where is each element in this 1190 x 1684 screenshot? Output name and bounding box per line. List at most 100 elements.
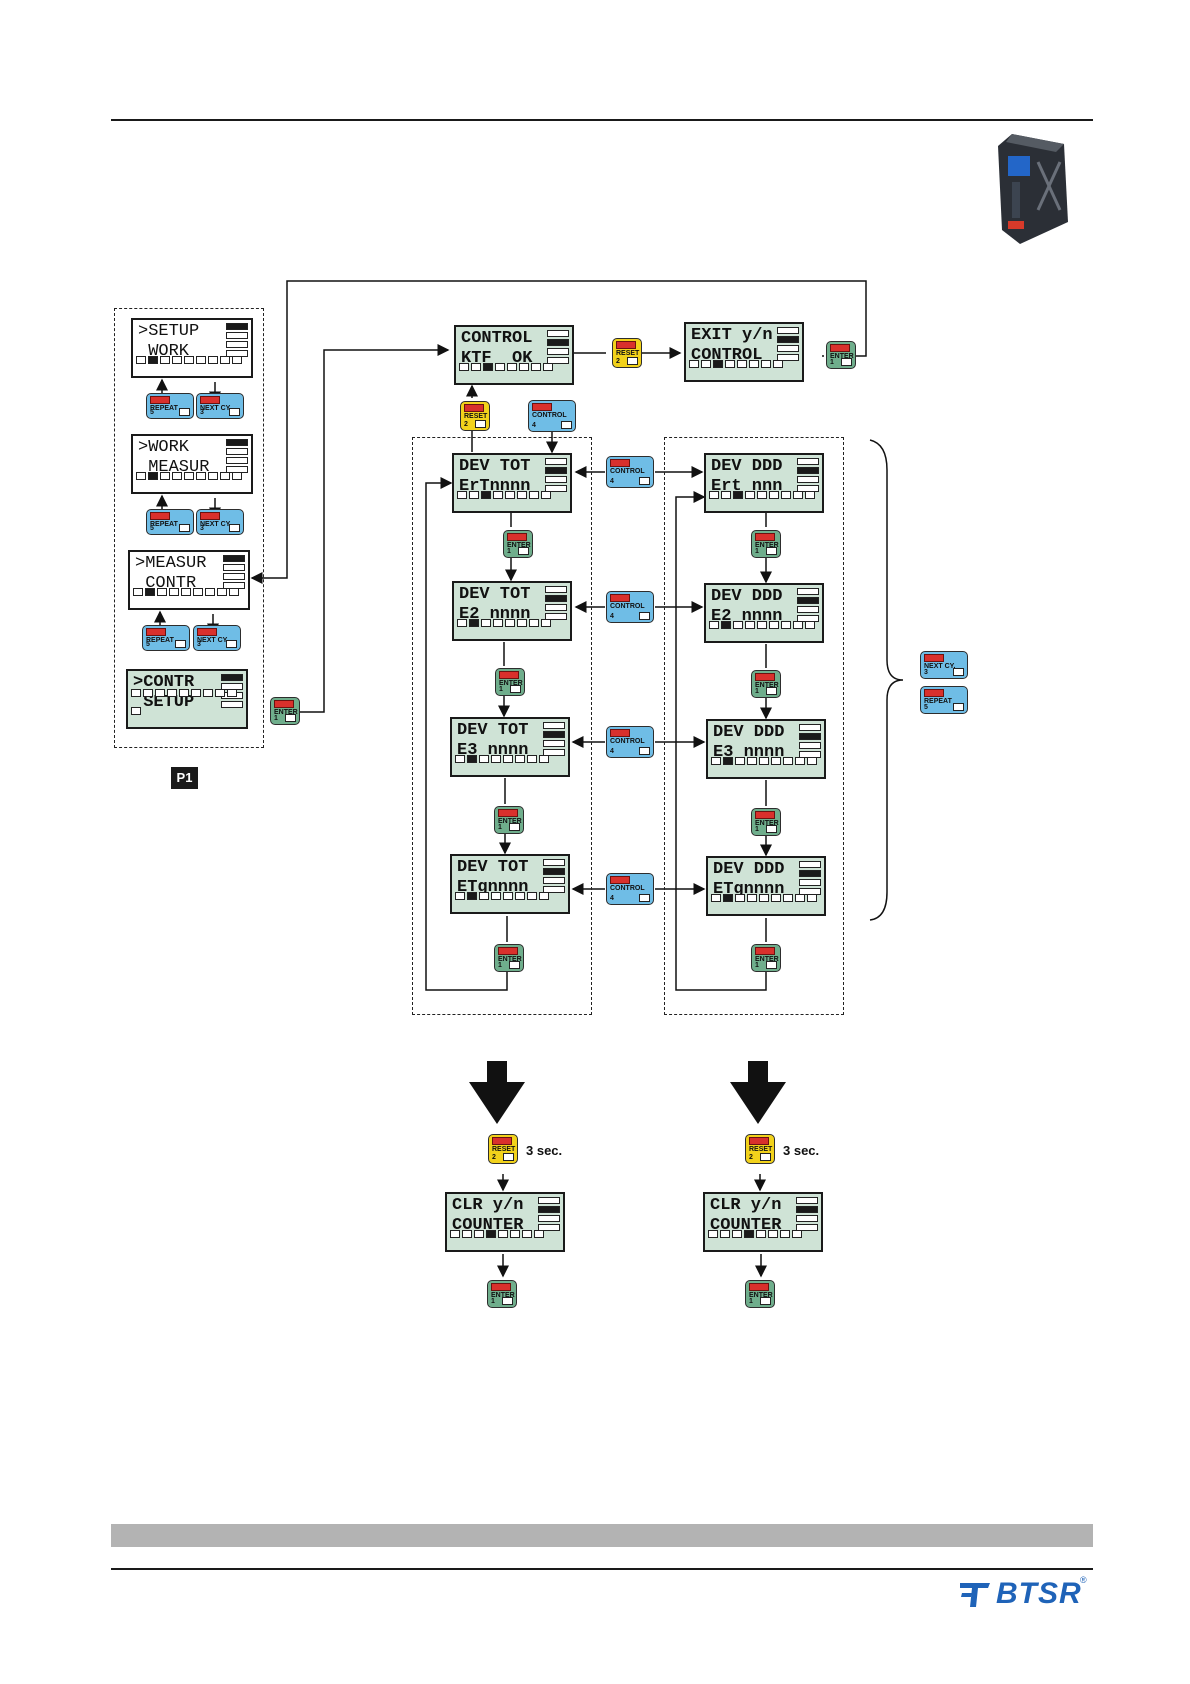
key-number: 5 bbox=[146, 641, 150, 648]
control-key[interactable]: CONTROL 4 bbox=[528, 400, 576, 432]
control-icon bbox=[561, 421, 572, 429]
key-label: NEXT CY. bbox=[200, 521, 232, 528]
key-label: ENTER bbox=[755, 542, 779, 549]
key-number: 4 bbox=[532, 422, 536, 429]
key-red-tab bbox=[924, 689, 944, 697]
repeat-key[interactable]: REPEAT 5 bbox=[142, 625, 190, 651]
key-number: 1 bbox=[498, 962, 502, 969]
enter-icon bbox=[766, 961, 777, 969]
enter-key[interactable]: ENTER 1 bbox=[751, 808, 781, 836]
lcd-line1: CLR y/n bbox=[710, 1196, 782, 1215]
key-number: 1 bbox=[274, 715, 278, 722]
lcd-line1: DEV DDD bbox=[711, 587, 783, 606]
key-red-tab bbox=[755, 673, 775, 681]
lcd-clr-counter-left: CLR y/n COUNTER bbox=[445, 1192, 565, 1252]
repeat-icon bbox=[179, 524, 190, 532]
lcd-contr-setup: >CONTR SETUP bbox=[126, 669, 248, 729]
enter-key[interactable]: ENTER 1 bbox=[494, 806, 524, 834]
lcd-bottom-indicators bbox=[711, 894, 819, 912]
repeat-key[interactable]: REPEAT 5 bbox=[920, 686, 968, 714]
enter-key[interactable]: ENTER 1 bbox=[751, 670, 781, 698]
key-number: 2 bbox=[616, 358, 620, 365]
lcd-clr-counter-right: CLR y/n COUNTER bbox=[703, 1192, 823, 1252]
enter-key[interactable]: ENTER 1 bbox=[503, 530, 533, 558]
reset-key[interactable]: RESET 2 bbox=[612, 338, 642, 368]
lcd-side-bars bbox=[797, 458, 819, 494]
key-red-tab bbox=[507, 533, 527, 541]
key-label: ENTER bbox=[830, 353, 854, 360]
lcd-dev-tot-e2: DEV TOT E2 nnnn bbox=[452, 581, 572, 641]
key-red-tab bbox=[498, 947, 518, 955]
repeat-icon bbox=[953, 703, 964, 711]
enter-icon bbox=[502, 1297, 513, 1305]
key-number: 4 bbox=[610, 478, 614, 485]
lcd-dev-tot-ert: DEV TOT ErTnnnn bbox=[452, 453, 572, 513]
lcd-line1: DEV TOT bbox=[459, 585, 531, 604]
enter-key[interactable]: ENTER 1 bbox=[751, 944, 781, 972]
lcd-bottom-indicators bbox=[457, 619, 553, 637]
enter-key[interactable]: ENTER 1 bbox=[751, 530, 781, 558]
lcd-side-bars bbox=[538, 1197, 560, 1233]
key-red-tab bbox=[755, 947, 775, 955]
key-number: 1 bbox=[749, 1298, 753, 1305]
key-number: 1 bbox=[755, 548, 759, 555]
lcd-side-bars bbox=[545, 586, 567, 622]
key-red-tab bbox=[150, 396, 170, 404]
reset-icon bbox=[475, 420, 486, 428]
key-label: ENTER bbox=[755, 956, 779, 963]
key-red-tab bbox=[197, 628, 217, 636]
control-key[interactable]: CONTROL 4 bbox=[606, 591, 654, 623]
key-number: 2 bbox=[464, 421, 468, 428]
lcd-line1: DEV TOT bbox=[457, 721, 529, 740]
enter-key[interactable]: ENTER 1 bbox=[270, 697, 300, 725]
footer-rule bbox=[111, 1568, 1093, 1570]
enter-key[interactable]: ENTER 1 bbox=[826, 341, 856, 369]
key-red-tab bbox=[498, 809, 518, 817]
lcd-side-bars bbox=[226, 323, 248, 359]
lcd-dev-ddd-etg: DEV DDD ETgnnnn bbox=[706, 856, 826, 916]
control-key[interactable]: CONTROL 4 bbox=[606, 456, 654, 488]
lcd-side-bars bbox=[796, 1197, 818, 1233]
key-label: NEXT CY. bbox=[197, 637, 229, 644]
lcd-bottom-indicators bbox=[450, 1230, 546, 1248]
enter-icon bbox=[510, 685, 521, 693]
key-label: RESET bbox=[749, 1146, 773, 1153]
lcd-setup-work: >SETUP WORK bbox=[131, 318, 253, 378]
key-label: NEXT CY. bbox=[924, 663, 956, 670]
lcd-line1: CLR y/n bbox=[452, 1196, 524, 1215]
enter-key[interactable]: ENTER 1 bbox=[495, 668, 525, 696]
next-cycle-key[interactable]: NEXT CY. 3 bbox=[196, 393, 244, 419]
key-label: ENTER bbox=[755, 682, 779, 689]
enter-key[interactable]: ENTER 1 bbox=[487, 1280, 517, 1308]
registered-mark: ® bbox=[1080, 1575, 1087, 1585]
control-key[interactable]: CONTROL 4 bbox=[606, 726, 654, 758]
repeat-key[interactable]: REPEAT 5 bbox=[146, 509, 194, 535]
repeat-key[interactable]: REPEAT 5 bbox=[146, 393, 194, 419]
reset-key[interactable]: RESET 2 bbox=[460, 401, 490, 431]
next-cycle-key[interactable]: NEXT CY. 3 bbox=[196, 509, 244, 535]
lcd-line1: DEV TOT bbox=[459, 457, 531, 476]
key-number: 5 bbox=[150, 525, 154, 532]
enter-key[interactable]: ENTER 1 bbox=[494, 944, 524, 972]
reset-key[interactable]: RESET 2 bbox=[488, 1134, 518, 1164]
key-number: 3 bbox=[924, 669, 928, 676]
control-icon bbox=[639, 747, 650, 755]
reset-icon bbox=[760, 1153, 771, 1161]
big-arrow-right bbox=[730, 1061, 786, 1124]
next-cycle-key[interactable]: NEXT CY. 3 bbox=[920, 651, 968, 679]
key-label: NEXT CY. bbox=[200, 405, 232, 412]
lcd-side-bars bbox=[543, 722, 565, 758]
enter-key[interactable]: ENTER 1 bbox=[745, 1280, 775, 1308]
key-number: 2 bbox=[749, 1154, 753, 1161]
lcd-bottom-indicators bbox=[455, 755, 551, 773]
control-key[interactable]: CONTROL 4 bbox=[606, 873, 654, 905]
key-label: ENTER bbox=[498, 818, 522, 825]
reset-key[interactable]: RESET 2 bbox=[745, 1134, 775, 1164]
key-number: 1 bbox=[498, 824, 502, 831]
lcd-bottom-indicators bbox=[708, 1230, 804, 1248]
key-red-tab bbox=[499, 671, 519, 679]
next-cycle-key[interactable]: NEXT CY. 3 bbox=[193, 625, 241, 651]
lcd-dev-tot-e3: DEV TOT E3 nnnn bbox=[450, 717, 570, 777]
lcd-side-bars bbox=[799, 724, 821, 760]
key-label: ENTER bbox=[498, 956, 522, 963]
